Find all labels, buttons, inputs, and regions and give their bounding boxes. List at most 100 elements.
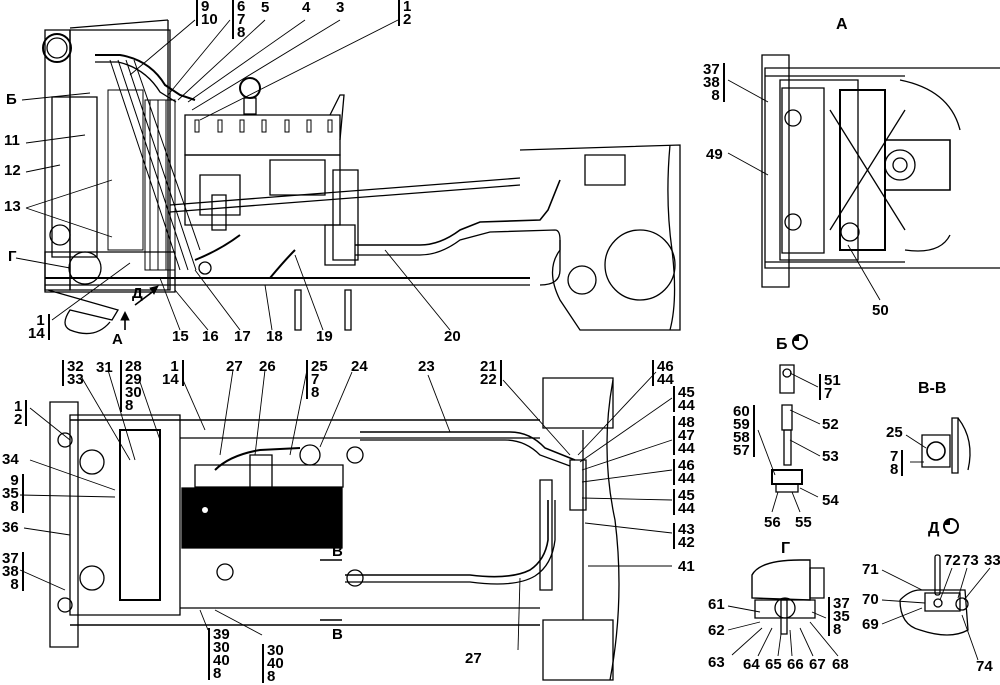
d-body	[900, 590, 968, 635]
callout-num: 8	[890, 461, 899, 478]
section-mark-v-lower: В	[332, 626, 343, 643]
g-valve	[775, 598, 795, 618]
callout-74: 74	[976, 658, 993, 675]
leader	[30, 408, 70, 440]
callout-56: 56	[764, 514, 781, 531]
callout-num: 8	[711, 87, 720, 104]
callout-11: 11	[4, 132, 20, 149]
view-a-engine	[885, 140, 950, 190]
callout-num: 8	[10, 498, 19, 515]
callout-num: 8	[125, 397, 134, 414]
callout-num: 2	[403, 11, 412, 28]
pivot-housing	[605, 230, 675, 300]
callout-20: 20	[444, 328, 461, 345]
leader	[778, 634, 781, 656]
top-cap	[58, 598, 72, 612]
mount-foot	[295, 290, 301, 330]
callout-num: 7	[890, 448, 899, 465]
callout-73: 73	[962, 552, 979, 569]
callout-num: 39	[213, 626, 230, 643]
tie-rod-edge	[170, 185, 520, 212]
callout-num: 8	[833, 621, 842, 638]
callout-num: 30	[267, 642, 284, 659]
view-a-hub	[893, 158, 907, 172]
callout-num: 44	[678, 500, 695, 517]
leader	[758, 430, 775, 475]
clamp-block	[772, 470, 802, 484]
callout-num: 44	[678, 470, 695, 487]
callout-num: 1	[14, 398, 23, 415]
leader	[20, 495, 115, 497]
view-a-idler	[841, 223, 859, 241]
callout-num: 38	[2, 563, 19, 580]
callout-num: 58	[733, 429, 750, 446]
leader	[255, 370, 265, 455]
pivot-bore	[568, 266, 596, 294]
mount-circle	[347, 570, 363, 586]
view-g	[752, 560, 824, 634]
top-cap	[58, 433, 72, 447]
leader	[962, 615, 978, 660]
pipe-27-edge	[345, 500, 555, 584]
rotation-icon	[791, 334, 808, 350]
leader	[82, 378, 130, 460]
callout-1-14-top: 1 14	[162, 359, 184, 387]
callout-69: 69	[862, 616, 879, 633]
leader-lines	[16, 20, 990, 660]
d-pivot	[934, 599, 942, 607]
fan-assembly	[108, 60, 200, 270]
leader	[582, 470, 672, 482]
upper-hose	[95, 55, 195, 100]
break-line	[607, 380, 619, 680]
top-radiator	[70, 415, 180, 615]
callout-num: 44	[678, 397, 695, 414]
callout-45-44-a: 45 44	[673, 385, 695, 414]
leader	[800, 628, 813, 656]
callout-34: 34	[2, 451, 19, 468]
callout-g-view-ref: Г	[8, 248, 17, 265]
leader	[728, 153, 768, 175]
leader	[265, 285, 272, 330]
leader	[758, 628, 772, 656]
callout-64: 64	[743, 656, 760, 673]
rod-shaft	[784, 430, 791, 465]
callout-62: 62	[708, 622, 725, 639]
leader	[140, 382, 160, 440]
leader	[790, 373, 818, 387]
callout-num: 40	[267, 655, 284, 672]
clamp	[199, 262, 211, 274]
pipe-20-return	[355, 230, 560, 285]
callout-num: 38	[703, 74, 720, 91]
rotation-icon	[943, 518, 960, 534]
section-vv	[922, 418, 970, 473]
pipe-23	[360, 432, 575, 460]
section-pipe	[927, 442, 945, 460]
callout-num: 30	[125, 384, 142, 401]
leader	[503, 380, 570, 455]
leader	[200, 20, 398, 120]
leader	[810, 622, 838, 656]
view-a-core	[782, 88, 824, 253]
mount-foot	[345, 290, 351, 330]
callout-1-2: 1 2	[398, 0, 412, 28]
callout-num: 44	[657, 371, 674, 388]
callout-num: 37	[833, 595, 850, 612]
g-cap	[810, 568, 824, 598]
callout-num: 43	[678, 521, 695, 538]
callout-3: 3	[336, 0, 345, 16]
leader	[790, 440, 820, 456]
callout-72: 72	[944, 552, 961, 569]
leader	[906, 435, 926, 448]
leader	[792, 492, 800, 512]
callout-46-44-a: 46 44	[652, 359, 674, 388]
leader	[964, 568, 990, 600]
callout-num: 60	[733, 403, 750, 420]
leader	[582, 498, 672, 500]
callout-33-d: 33	[984, 552, 1000, 569]
section-vv-title: В-В	[918, 380, 947, 397]
callout-53: 53	[822, 448, 839, 465]
callout-12: 12	[4, 162, 21, 179]
callout-num: 8	[237, 24, 246, 41]
side-view	[43, 20, 680, 334]
